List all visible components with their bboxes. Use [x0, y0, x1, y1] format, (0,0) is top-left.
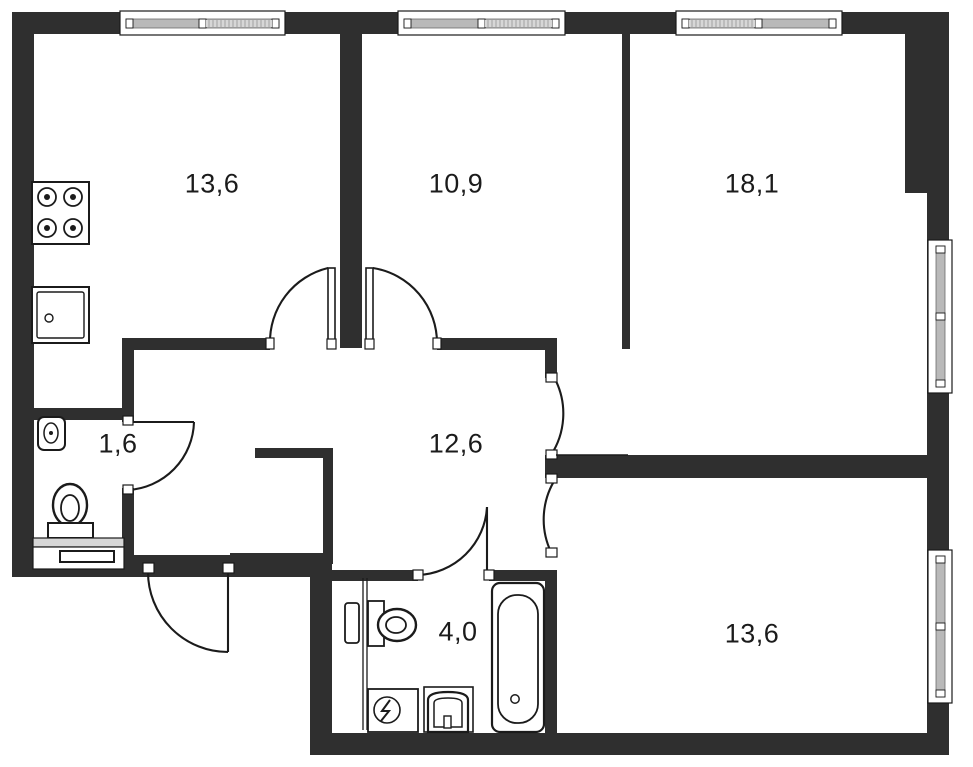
wall-niche-south: [230, 553, 333, 564]
area-label-bedroom-1: 10,9: [428, 168, 484, 199]
wall-bedroom1-south-stub: [545, 338, 557, 378]
toilet-wc: [47, 482, 94, 539]
washbasin-bathroom: [423, 686, 474, 734]
area-label-bathroom: 4,0: [438, 616, 478, 647]
door-toilet-room: [122, 415, 196, 495]
area-label-bedroom-2: 13,6: [724, 618, 780, 649]
area-label-kitchen: 13,6: [184, 168, 240, 199]
windows: [119, 10, 953, 704]
wall-kitchen-bedroom1: [340, 34, 362, 348]
wall-kitchen-southwest-stub: [122, 338, 134, 420]
window-bedroom-1: [397, 10, 566, 36]
wall-east-step: [905, 34, 949, 193]
area-label-toilet-room: 1,6: [98, 428, 138, 459]
fixtures: [31, 181, 546, 734]
wall-niche-east: [323, 448, 333, 560]
door-kitchen: [265, 266, 337, 350]
wall-south-outer: [310, 733, 949, 755]
wall-bedroom1-south: [437, 338, 555, 350]
wall-bedroom1-living: [622, 34, 630, 349]
door-living-room: [545, 372, 628, 460]
wall-kitchen-south: [122, 338, 270, 350]
wall-wc-east-lower: [122, 488, 134, 567]
walls: [12, 12, 949, 755]
window-living: [675, 10, 843, 36]
washing-machine: [367, 688, 419, 733]
toilet-bathroom: [344, 600, 418, 647]
window-living-east: [927, 239, 953, 394]
kitchen-sink: [31, 286, 90, 344]
small-washbasin: [37, 416, 66, 451]
doors: [122, 266, 628, 654]
door-bedroom-2: [542, 473, 558, 558]
stove-cooktop: [31, 181, 90, 245]
wall-bathroom-west-outer: [310, 555, 332, 747]
wall-hall-east: [545, 455, 927, 478]
wall-bathroom-north-left: [332, 570, 418, 581]
window-kitchen: [119, 10, 286, 36]
door-bathroom: [412, 506, 495, 581]
wall-niche-north: [255, 448, 333, 458]
wall-bathroom-north-right: [489, 570, 557, 581]
wall-bathroom-east: [545, 570, 557, 745]
bathroom-riser-pipe: [362, 578, 368, 730]
bathtub: [490, 581, 546, 734]
door-bedroom-1: [364, 266, 442, 350]
area-label-hall: 12,6: [428, 428, 484, 459]
door-entrance: [142, 562, 235, 654]
wall-west-outer: [12, 12, 34, 577]
window-bedroom-2-east: [927, 549, 953, 704]
wc-counter-cabinet: [32, 537, 125, 570]
area-label-living-room: 18,1: [724, 168, 780, 199]
